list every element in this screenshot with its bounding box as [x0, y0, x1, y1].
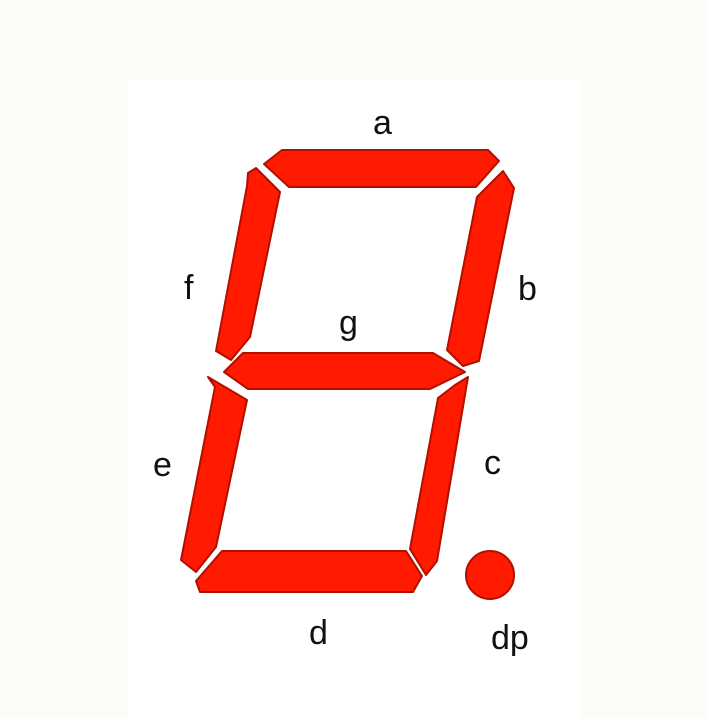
segment-d: [195, 550, 423, 593]
label-d: d: [309, 614, 328, 652]
segment-b: [446, 170, 515, 367]
label-b: b: [518, 270, 537, 308]
label-c: c: [484, 444, 501, 482]
segment-e: [180, 376, 248, 573]
segment-dp: [465, 550, 515, 600]
segment-c: [409, 376, 469, 576]
label-e: e: [153, 446, 172, 484]
label-g: g: [339, 304, 358, 342]
segment-a: [263, 149, 500, 188]
label-dp: dp: [491, 619, 529, 657]
segment-f: [215, 167, 281, 361]
segment-g: [223, 352, 466, 390]
label-f: f: [184, 269, 194, 307]
label-a: a: [373, 104, 392, 142]
